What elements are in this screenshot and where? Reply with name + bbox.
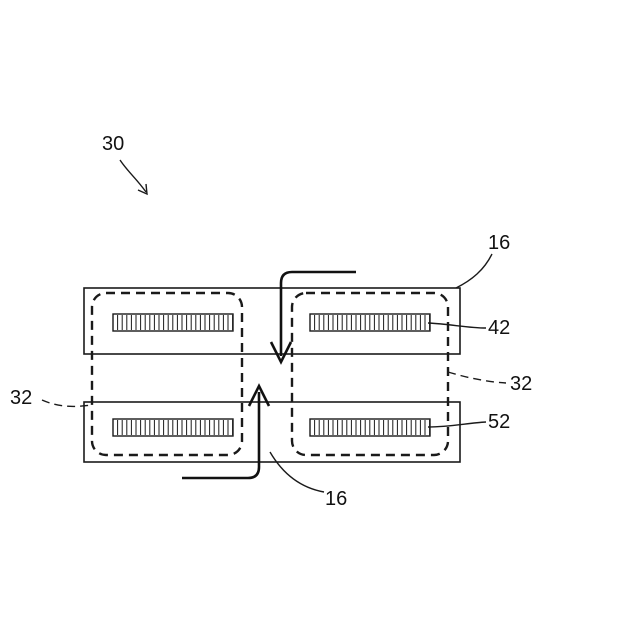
label-32-right: 32 xyxy=(510,373,532,395)
label-52: 52 xyxy=(488,411,510,433)
coil-top-left xyxy=(113,314,233,331)
coil-bottom-left xyxy=(113,419,233,436)
label-16-bottom: 16 xyxy=(325,488,347,510)
coil-bottom-right xyxy=(310,419,430,436)
label-42: 42 xyxy=(488,317,510,339)
label-16-top: 16 xyxy=(488,232,510,254)
leader-32-right xyxy=(448,372,506,383)
coil-top-right xyxy=(310,314,430,331)
leader-16-bottom xyxy=(270,452,324,492)
label-32-left: 32 xyxy=(10,387,32,409)
label-30: 30 xyxy=(102,133,124,155)
leader-16-top xyxy=(456,254,492,288)
leader-30-arrowhead xyxy=(138,184,147,194)
leader-42 xyxy=(428,323,486,328)
leader-30 xyxy=(120,160,146,192)
leader-52 xyxy=(428,422,486,427)
